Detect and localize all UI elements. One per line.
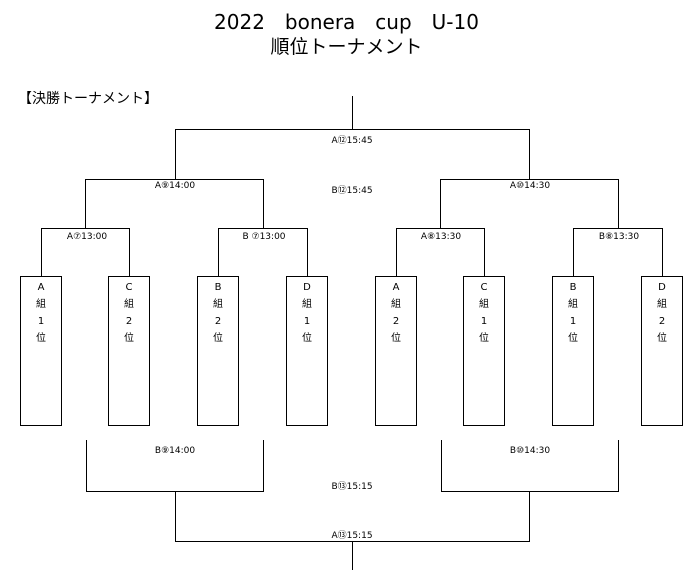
match-label: B⑫15:45: [331, 186, 373, 196]
match-label: A⑫15:45: [331, 136, 373, 146]
match-label: A⑬15:15: [331, 531, 373, 541]
match-label: A⑧13:30: [420, 232, 462, 242]
match-label: A⑩14:30: [509, 181, 551, 191]
match-label: B⑨14:00: [154, 446, 196, 456]
bracket-line: [175, 129, 530, 179]
match-label: A⑦13:00: [66, 232, 108, 242]
section-label: 【決勝トーナメント】: [18, 91, 158, 107]
bracket-line: [440, 179, 619, 228]
bracket-line: [573, 228, 663, 276]
bracket-line: [218, 228, 308, 276]
bracket-line: [85, 179, 264, 228]
match-label: B⑬15:15: [331, 482, 373, 492]
bracket-line: [396, 228, 485, 276]
bracket-line: [41, 228, 130, 276]
page-title: 2022 bonera cup U-10: [214, 10, 479, 34]
match-label: B ⑦13:00: [242, 232, 286, 242]
match-label: A⑨14:00: [154, 181, 196, 191]
match-label: B⑧13:30: [598, 232, 640, 242]
page-subtitle: 順位トーナメント: [270, 36, 423, 58]
match-label: B⑩14:30: [509, 446, 551, 456]
